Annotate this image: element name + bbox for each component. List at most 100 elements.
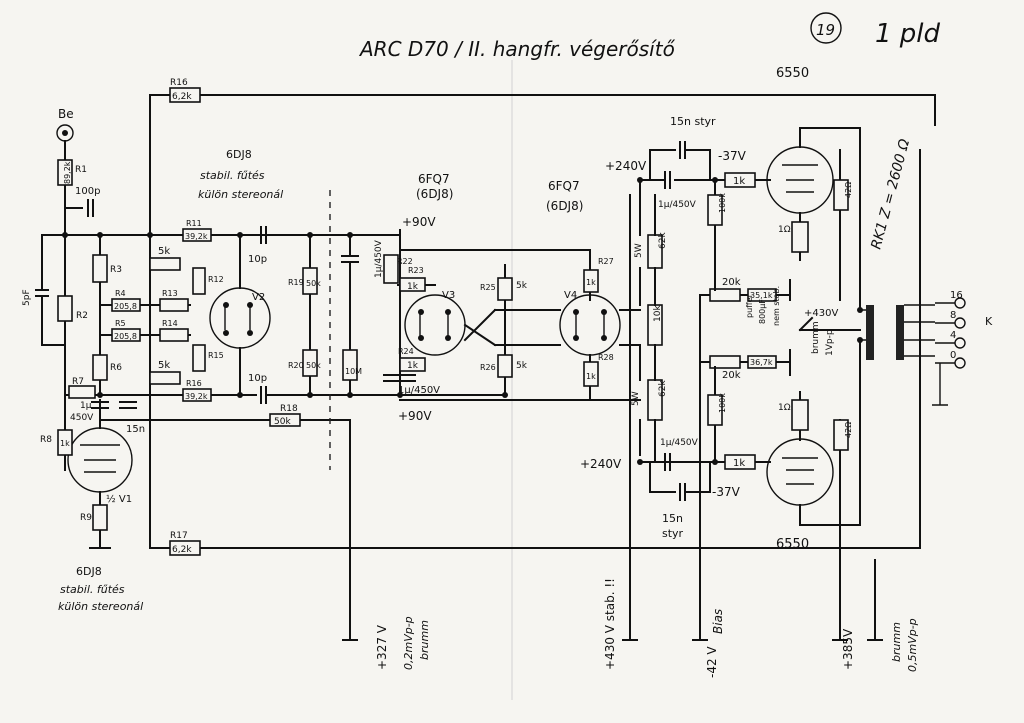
rail-327-note2: brumm [418, 620, 431, 660]
r7-label: R7 [72, 377, 84, 387]
c-input-100p: 100p [75, 186, 100, 197]
c-1u-top: 1μ/450V [658, 200, 697, 210]
r1k-top-label: 1k [733, 176, 745, 187]
v1-note-2: külön stereonál [58, 600, 143, 613]
r17-value: 6,2k [172, 545, 192, 555]
diagram-title: ARC D70 / II. hangfr. végerősítő [358, 37, 676, 61]
r16b-label: R16 [186, 379, 202, 388]
resistor-r20 [302, 349, 318, 377]
tap-0-terminal [954, 357, 966, 369]
resistor-r14 [159, 328, 189, 342]
pot-5k-top [149, 257, 181, 271]
resistor-r16-feedback [169, 87, 201, 103]
resistor-r6 [92, 354, 108, 381]
r6-label: R6 [110, 363, 122, 373]
tube-6550-bottom [766, 438, 834, 506]
resistor-r1 [57, 159, 73, 186]
r19-value: 50k [306, 279, 321, 288]
c-15n-v1: 15n [126, 424, 145, 435]
resistor-r25 [497, 277, 513, 301]
resistor-r28 [583, 361, 599, 387]
c-15n-styr-top: 15n styr [670, 115, 716, 128]
v1-note-1: stabil. fűtés [60, 583, 125, 596]
r24-label: R24 [398, 347, 414, 356]
resistor-r19 [302, 267, 318, 295]
r2-label: R2 [76, 311, 88, 321]
resistor-r22 [383, 254, 399, 284]
resistor-36k7 [747, 355, 777, 369]
r4-value: 205,8 [114, 302, 137, 311]
r5-value: 205,8 [114, 332, 137, 341]
resistor-100k-top [707, 194, 723, 226]
tap-4-label: 4 [950, 330, 956, 341]
brumm-out-value: 1Vp-p [825, 329, 835, 356]
transformer-core-left [866, 305, 874, 360]
r19-label: R19 [288, 278, 304, 287]
pot-20k-top [709, 288, 741, 302]
resistor-1ohm-bottom [791, 399, 809, 431]
r13-label: R13 [162, 289, 178, 298]
pot-20k-bottom [709, 355, 741, 369]
v-plus240-top: +240V [605, 159, 647, 173]
rail-brumm-label: brumm [890, 622, 903, 662]
v4-type: 6FQ7 [548, 179, 580, 193]
rail-minus42-note: Bias [711, 609, 725, 634]
tube-v4 [559, 294, 621, 356]
transformer-label: RK1 Z = 2600 Ω [868, 137, 913, 251]
r42-top-label: 42Ω [844, 182, 853, 198]
v-minus37-bottom: -37V [712, 485, 741, 499]
resistor-1k-top [724, 172, 756, 188]
tap-8-terminal [954, 317, 966, 329]
tube-v3 [404, 294, 466, 356]
r1ohm-top-label: 1Ω [778, 225, 791, 235]
c-1u450-b: 1μ/450V [398, 385, 440, 396]
r22-label: R22 [397, 257, 413, 266]
r14-label: R14 [162, 319, 178, 328]
r17-label: R17 [170, 531, 188, 541]
resistor-r2 [57, 295, 73, 322]
pot-20k-top-label: 20k [722, 277, 741, 288]
r20-label: R20 [288, 361, 304, 370]
r5w-bottom-label: 5W [631, 391, 641, 406]
r26-label: R26 [480, 363, 496, 372]
resistor-r11 [182, 228, 212, 242]
r16-value: 6,2k [172, 92, 192, 102]
r15-label: R15 [208, 351, 224, 360]
r12-label: R12 [208, 275, 224, 284]
v3-type: 6FQ7 [418, 172, 450, 186]
resistor-r18 [269, 413, 301, 427]
resistor-r4 [111, 298, 141, 312]
r23-value: 1k [407, 282, 419, 292]
puffer-value: 800μF [758, 299, 767, 324]
copies-note: 1 pld [875, 19, 941, 49]
resistor-r12 [192, 267, 206, 295]
resistor-r26 [497, 354, 513, 378]
v-plus240-bottom: +240V [580, 457, 622, 471]
v1-type: 6DJ8 [76, 565, 102, 578]
pot-5k-bottom [149, 371, 181, 385]
r1k-bottom-label: 1k [733, 458, 745, 469]
tube-v3-label: V3 [442, 290, 455, 301]
rail-430-label: +430 V stab. !! [603, 578, 617, 670]
resistor-42-bottom [833, 419, 849, 451]
r1-value: 89,2k [63, 161, 72, 184]
resistor-r17-feedback [169, 540, 201, 556]
pot-5k-top-label: 5k [158, 246, 170, 257]
resistor-1k-bottom [724, 454, 756, 470]
r23-label: R23 [408, 266, 424, 275]
r25-label: R25 [480, 283, 496, 292]
tap-8-label: 8 [950, 310, 956, 321]
c-10p-top: 10p [248, 254, 267, 265]
r18-value: 50k [274, 417, 291, 427]
r16b-value: 39,2k [185, 392, 208, 401]
resistor-r21 [342, 349, 358, 381]
r27-value: 1k [586, 278, 596, 287]
pot-5k-bottom-label: 5k [158, 360, 170, 371]
out-tube-top-type: 6550 [776, 66, 809, 81]
c-1u-v1-voltage: 450V [70, 413, 94, 423]
r100k-bottom-label: 100k [718, 393, 727, 413]
resistor-1ohm-top [791, 221, 809, 253]
v-plus430: +430V [804, 308, 838, 319]
r18-label: R18 [280, 404, 298, 414]
